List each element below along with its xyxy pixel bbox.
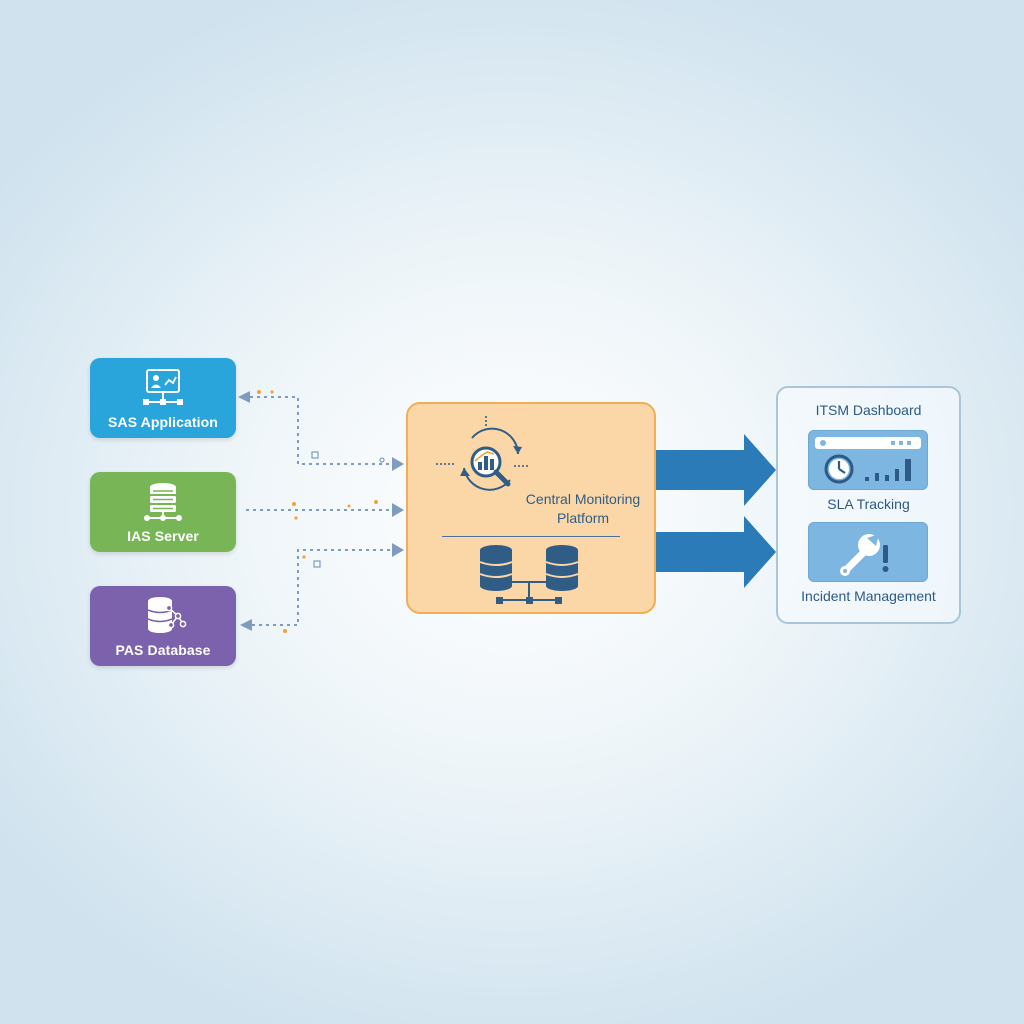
accent-dot	[292, 502, 296, 506]
arrowhead-ias-to-central	[392, 503, 404, 517]
arrowhead-to-sas	[238, 391, 250, 403]
central-monitoring-platform[interactable]: Central Monitoring Platform	[406, 402, 656, 614]
arrowhead-to-pas	[240, 619, 252, 631]
incident-management-panel[interactable]	[808, 522, 928, 582]
arrowhead-sas-to-central	[392, 457, 404, 471]
incident-management-label: Incident Management	[801, 588, 936, 604]
accent-dot	[294, 516, 298, 520]
clock-bar-chart-icon	[815, 437, 921, 484]
database-icon	[147, 597, 187, 633]
ias-server-label: IAS Server	[127, 528, 199, 544]
linked-databases-icon	[479, 545, 579, 604]
flow-arrow-top	[656, 434, 776, 506]
pas-database-label: PAS Database	[115, 642, 211, 658]
monitor-network-icon	[143, 369, 183, 405]
accent-ring	[379, 457, 385, 463]
central-platform-title: Central Monitoring Platform	[525, 491, 641, 526]
accent-dot	[374, 500, 378, 504]
central-divider	[442, 536, 620, 537]
sla-tracking-panel[interactable]	[808, 430, 928, 490]
sas-application-label: SAS Application	[108, 414, 218, 430]
accent-dot	[270, 390, 274, 394]
accent-dot	[283, 629, 287, 633]
pas-database-node[interactable]: PAS Database	[90, 586, 236, 666]
accent-square	[313, 560, 321, 568]
accent-dot	[347, 504, 351, 508]
server-stack-icon	[144, 483, 182, 521]
sla-tracking-label: SLA Tracking	[827, 496, 910, 512]
itsm-dashboard-title: ITSM Dashboard	[815, 402, 922, 418]
accent-dot	[257, 390, 261, 394]
ias-server-node[interactable]: IAS Server	[90, 472, 236, 552]
analytics-magnifier-icon	[436, 416, 528, 491]
connector-pas	[252, 549, 392, 626]
accent-square	[311, 451, 319, 459]
connector-sas	[250, 396, 392, 465]
accent-dot	[302, 555, 306, 559]
itsm-dashboard[interactable]: ITSM Dashboard SLA Tracking	[776, 386, 961, 624]
flow-arrows	[656, 434, 776, 588]
arrowhead-pas-to-central	[392, 543, 404, 557]
wrench-alert-icon	[840, 534, 889, 576]
sas-application-node[interactable]: SAS Application	[90, 358, 236, 438]
flow-arrow-bottom	[656, 516, 776, 588]
